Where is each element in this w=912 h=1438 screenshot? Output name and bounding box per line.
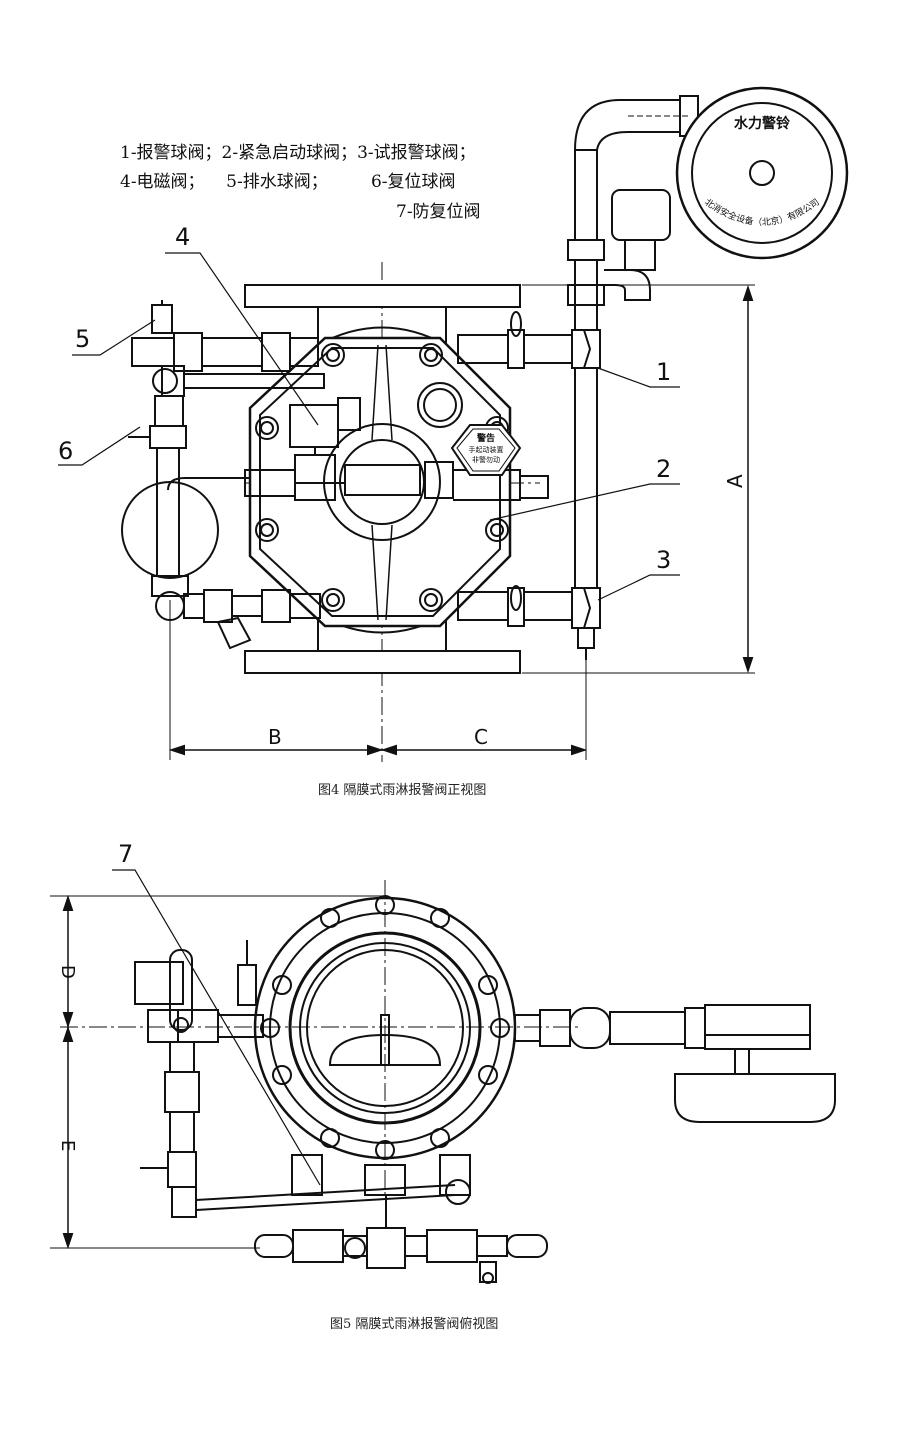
legend-line-3: 7-防复位阀: [396, 202, 481, 222]
callout-7: 7: [118, 840, 133, 868]
warning-tag-line2: 非警勿动: [472, 455, 500, 464]
warning-tag-line1: 手起动装置: [469, 445, 504, 454]
callout-4: 4: [175, 223, 190, 251]
callout-2: 2: [656, 455, 671, 483]
callout-6: 6: [58, 437, 73, 465]
front-view-drawing: 4 5 6 1 2 3 A B C 水力警铃 北消安全设备（北京）有限公司 警告…: [58, 86, 849, 762]
dimension-c-label: C: [474, 725, 488, 749]
top-view-caption: 图5 隔膜式雨淋报警阀俯视图: [330, 1317, 499, 1332]
legend-line-2: 4-电磁阀； 5-排水球阀； 6-复位球阀: [120, 172, 456, 192]
front-view-caption: 图4 隔膜式雨淋报警阀正视图: [318, 783, 487, 798]
legend-line-1: 1-报警球阀；2-紧急启动球阀；3-试报警球阀；: [120, 143, 476, 163]
callout-3: 3: [656, 546, 671, 574]
top-view-drawing: 7 D E: [50, 840, 836, 1284]
dimension-e-label: E: [57, 1140, 78, 1151]
warning-tag-title: 警告: [477, 432, 495, 444]
dimension-b-label: B: [268, 725, 282, 749]
callout-1: 1: [656, 358, 671, 386]
dimension-d-label: D: [57, 965, 78, 979]
callout-5: 5: [75, 325, 90, 353]
dimension-a-label: A: [723, 474, 747, 488]
alarm-bell-title: 水力警铃: [734, 115, 790, 132]
